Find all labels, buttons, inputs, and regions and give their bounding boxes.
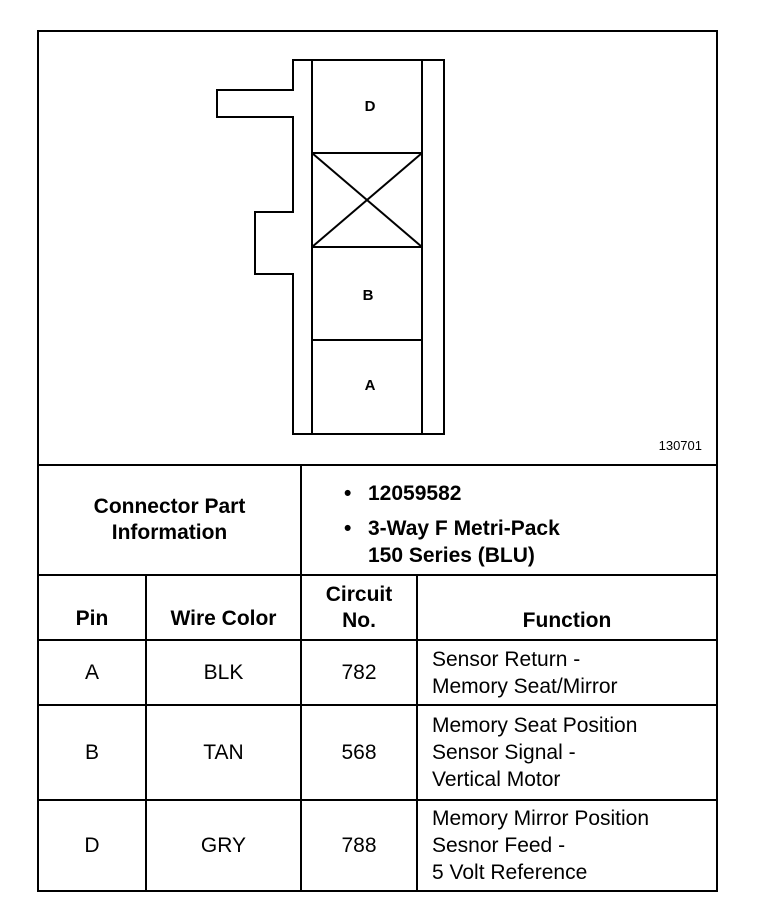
table-row-wire-color: GRY bbox=[200, 833, 247, 857]
table-row-circuit-no: 568 bbox=[341, 740, 377, 764]
table-row-function: Memory Mirror Position Sesnor Feed - 5 V… bbox=[432, 807, 650, 884]
connector-face-diagram: D B A bbox=[216, 59, 445, 435]
header-pin: Pin bbox=[75, 607, 109, 630]
header-function: Function bbox=[522, 609, 612, 632]
table-row-pin: B bbox=[84, 740, 99, 764]
part-number: 12059582 bbox=[344, 480, 560, 507]
table-row-circuit-no: 788 bbox=[341, 833, 377, 857]
connector-description: 3-Way F Metri-Pack 150 Series (BLU) bbox=[344, 515, 560, 569]
table-row-pin: D bbox=[84, 833, 100, 857]
table-row-function: Sensor Return - Memory Seat/Mirror bbox=[432, 647, 618, 698]
table-row-wire-color: BLK bbox=[203, 660, 244, 684]
header-wire-color: Wire Color bbox=[170, 607, 277, 630]
table-row-function: Memory Seat Position Sensor Signal - Ver… bbox=[432, 714, 638, 791]
cavity-label-a: A bbox=[365, 377, 376, 394]
figure-id: 130701 bbox=[658, 438, 702, 453]
part-info-list: 12059582 3-Way F Metri-Pack 150 Series (… bbox=[344, 480, 560, 569]
table-row-circuit-no: 782 bbox=[341, 660, 377, 684]
part-info-heading: Connector Part Information bbox=[93, 495, 246, 544]
table-row-wire-color: TAN bbox=[203, 740, 244, 764]
cavity-label-d: D bbox=[365, 98, 376, 115]
header-circuit-no: Circuit No. bbox=[325, 582, 393, 632]
connector-housing-outline bbox=[216, 59, 445, 435]
connector-info-frame: D B A 130701 Connector Part Information … bbox=[37, 30, 718, 892]
table-row-pin: A bbox=[84, 660, 99, 684]
cavity-label-b: B bbox=[363, 287, 374, 304]
